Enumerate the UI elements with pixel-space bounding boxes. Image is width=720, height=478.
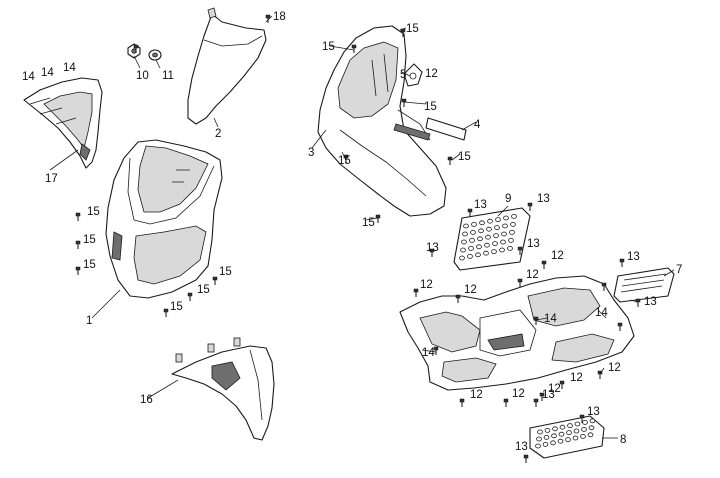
callout-14-b: 14 (41, 67, 54, 79)
part-9-floor-mat-upper (453, 207, 531, 271)
callout-1: 1 (86, 315, 92, 327)
fastener-screws (75, 14, 641, 463)
part-17-upper-left-cover (23, 77, 103, 169)
callout-12-c: 12 (526, 269, 539, 281)
part-2-front-upper-panel (187, 7, 267, 125)
part-4-small-plate (425, 117, 467, 141)
part-5-small-bracket (403, 63, 423, 87)
callout-15-b: 15 (322, 41, 335, 53)
callout-15-l: 15 (170, 301, 183, 313)
callout-15-e: 15 (458, 151, 471, 163)
callout-15-a: 15 (406, 23, 419, 35)
callout-15-h: 15 (83, 234, 96, 246)
callout-13-f: 13 (644, 296, 657, 308)
callout-7: 7 (676, 264, 682, 276)
callout-13-e: 13 (627, 251, 640, 263)
callout-12-b: 12 (551, 250, 564, 262)
callout-13-c: 13 (426, 242, 439, 254)
callout-18: 18 (273, 11, 286, 23)
callout-2: 2 (215, 128, 221, 140)
callout-leader-lines (49, 15, 675, 439)
callout-10: 10 (136, 70, 149, 82)
callout-15-f: 15 (362, 217, 375, 229)
callout-12-f: 12 (608, 362, 621, 374)
callout-15-i: 15 (83, 259, 96, 271)
callout-13-h: 13 (587, 406, 600, 418)
callout-14-a: 14 (22, 71, 35, 83)
callout-14-d: 14 (544, 313, 557, 325)
callout-8: 8 (620, 434, 626, 446)
part-11-washer (148, 49, 162, 61)
callout-3: 3 (308, 147, 314, 159)
callout-12-j: 12 (512, 388, 525, 400)
callout-12-e: 12 (464, 284, 477, 296)
part-16-lower-front-cover (171, 337, 275, 441)
callout-9: 9 (505, 193, 511, 205)
part-6-floor-board (399, 275, 635, 391)
callout-12-g: 12 (570, 372, 583, 384)
callout-15-d: 15 (338, 155, 351, 167)
callout-13-d: 13 (527, 238, 540, 250)
callout-12-a: 12 (425, 68, 438, 80)
part-8-floor-mat-lower (529, 415, 605, 459)
callout-5: 5 (400, 69, 406, 81)
callout-13-b: 13 (537, 193, 550, 205)
callout-14-f: 14 (595, 307, 608, 319)
callout-12-i: 12 (470, 389, 483, 401)
part-1-front-shield (105, 139, 223, 299)
callout-12-h: 12 (548, 383, 561, 395)
callout-14-c: 14 (63, 62, 76, 74)
callout-12-d: 12 (420, 279, 433, 291)
callout-13-i: 13 (515, 441, 528, 453)
callout-4: 4 (474, 119, 481, 131)
callout-15-c: 15 (424, 101, 437, 113)
callout-17: 17 (45, 173, 58, 185)
callout-15-k: 15 (197, 284, 210, 296)
callout-13-a: 13 (474, 199, 487, 211)
callout-16: 16 (140, 394, 153, 406)
callout-15-g: 15 (87, 206, 100, 218)
callout-15-j: 15 (219, 266, 232, 278)
callout-13-g: 13 (542, 389, 555, 401)
part-3-inner-leg-shield (317, 25, 447, 217)
callout-11: 11 (162, 70, 174, 82)
part-7-grille-mat (613, 267, 675, 303)
callout-14-e: 14 (422, 347, 435, 359)
